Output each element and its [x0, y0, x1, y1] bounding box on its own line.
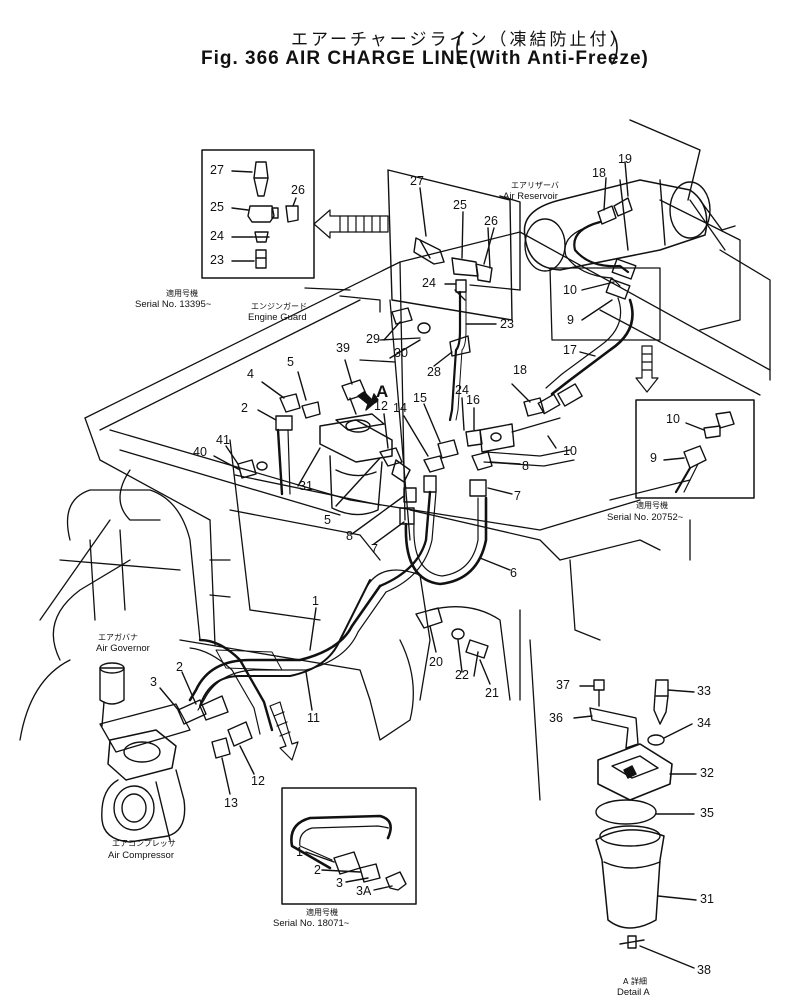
- callout-24: 24: [455, 383, 469, 397]
- callout-23: 23: [500, 317, 514, 331]
- air-governor-jp-label: エアガバナ: [98, 633, 138, 642]
- callout-25: 25: [210, 200, 224, 214]
- callout-21: 21: [485, 686, 499, 700]
- callout-9: 9: [650, 451, 657, 465]
- serial-13395-jp-label: 適用号機: [166, 289, 198, 298]
- serial-13395-label: Serial No. 13395~: [135, 299, 212, 310]
- callout-36: 36: [549, 711, 563, 725]
- serial-20752-jp-label: 適用号機: [636, 501, 668, 510]
- callout-15: 15: [413, 391, 427, 405]
- callout-37: 37: [556, 678, 570, 692]
- inset-bottom: [281, 787, 417, 905]
- air-reservoir-jp-label: エアリザーバ: [511, 181, 559, 190]
- callout-13: 13: [224, 796, 238, 810]
- callout-39: 39: [336, 341, 350, 355]
- callout-33: 33: [697, 684, 711, 698]
- callout-24: 24: [210, 229, 224, 243]
- callout-24: 24: [422, 276, 436, 290]
- callout-27: 27: [410, 174, 424, 188]
- callout-35: 35: [700, 806, 714, 820]
- callout-41: 41: [216, 433, 230, 447]
- detail-a: [573, 679, 697, 969]
- callout-38: 38: [697, 963, 711, 977]
- inset-top-left: [201, 149, 315, 279]
- callout-8: 8: [522, 459, 529, 473]
- callout-10: 10: [563, 283, 577, 297]
- callout-11: 11: [307, 711, 320, 725]
- engine-guard-jp-label: エンジンガード: [251, 302, 307, 311]
- air-governor-label: Air Governor: [96, 643, 150, 654]
- air-reservoir: [523, 119, 736, 415]
- callout-12: 12: [374, 399, 388, 413]
- callout-23: 23: [210, 253, 224, 267]
- figure-title-text: Fig. 366 AIR CHARGE LINE(With Anti-Freez…: [201, 48, 649, 69]
- callout-18: 18: [513, 363, 527, 377]
- callout-20: 20: [429, 655, 443, 669]
- callout-3: 3: [150, 675, 157, 689]
- callout-2: 2: [314, 863, 321, 877]
- callout-14: 14: [393, 401, 407, 415]
- callout-28: 28: [427, 365, 441, 379]
- callout-2: 2: [176, 660, 183, 674]
- air-reservoir-label: Air Reservoir: [503, 191, 558, 202]
- callout-19: 19: [618, 152, 632, 166]
- callout-10: 10: [666, 412, 680, 426]
- callout-5: 5: [324, 513, 331, 527]
- arrow-to-right-inset: [635, 345, 659, 393]
- serial-20752-label: Serial No. 20752~: [607, 512, 684, 523]
- callout-3a: 3A: [356, 884, 372, 898]
- callout-32: 32: [700, 766, 714, 780]
- callout-9: 9: [567, 313, 574, 327]
- callout-31: 31: [299, 479, 313, 493]
- callout-5: 5: [287, 355, 294, 369]
- serial-18071-label: Serial No. 18071~: [273, 918, 350, 929]
- callout-16: 16: [466, 393, 480, 407]
- machine-frame: [19, 199, 771, 801]
- callout-34: 34: [697, 716, 711, 730]
- callout-12: 12: [251, 774, 265, 788]
- detail-a-label: Detail A: [617, 987, 650, 998]
- callout-1: 1: [296, 845, 303, 859]
- callout-2: 2: [241, 401, 248, 415]
- callout-8: 8: [346, 529, 353, 543]
- callout-29: 29: [366, 332, 380, 346]
- upper-detail-box: [387, 169, 521, 422]
- inset-right: [635, 399, 755, 499]
- title-japanese-text: エアーチャージライン（凍結防止付）: [291, 30, 630, 50]
- callout-30: 30: [394, 346, 408, 360]
- detail-a-marker: A: [376, 382, 389, 401]
- callout-18: 18: [592, 166, 606, 180]
- air-compressor-jp-label: エアコンプレッサ: [112, 839, 176, 848]
- arrow-to-bottom-inset: [269, 701, 299, 761]
- callout-22: 22: [455, 668, 469, 682]
- callout-40: 40: [193, 445, 207, 459]
- callout-3: 3: [336, 876, 343, 890]
- detail-a-jp-label: A 詳細: [623, 977, 648, 986]
- air-compressor-label: Air Compressor: [108, 850, 174, 861]
- callout-17: 17: [563, 343, 577, 357]
- callout-4: 4: [247, 367, 254, 381]
- anti-freeze-assembly: [213, 307, 575, 593]
- callout-27: 27: [210, 163, 224, 177]
- callout-7: 7: [514, 489, 521, 503]
- callout-31: 31: [700, 892, 714, 906]
- arrow-to-inset: [313, 209, 389, 239]
- callout-26: 26: [484, 214, 498, 228]
- engine-guard-label: Engine Guard: [248, 312, 307, 323]
- title-brackets: [456, 31, 618, 65]
- callout-26: 26: [291, 183, 305, 197]
- callout-7: 7: [371, 542, 378, 556]
- lower-hoses: [159, 579, 491, 795]
- air-governor-compressor: [99, 662, 191, 843]
- callout-1: 1: [312, 594, 319, 608]
- callout-6: 6: [510, 566, 517, 580]
- figure-title: Fig. 366 AIR CHARGE LINE(With Anti-Freez…: [201, 49, 649, 68]
- title-japanese: エアーチャージライン（凍結防止付）: [291, 32, 629, 49]
- serial-18071-jp-label: 適用号機: [306, 908, 338, 917]
- callout-10: 10: [563, 444, 577, 458]
- callout-25: 25: [453, 198, 467, 212]
